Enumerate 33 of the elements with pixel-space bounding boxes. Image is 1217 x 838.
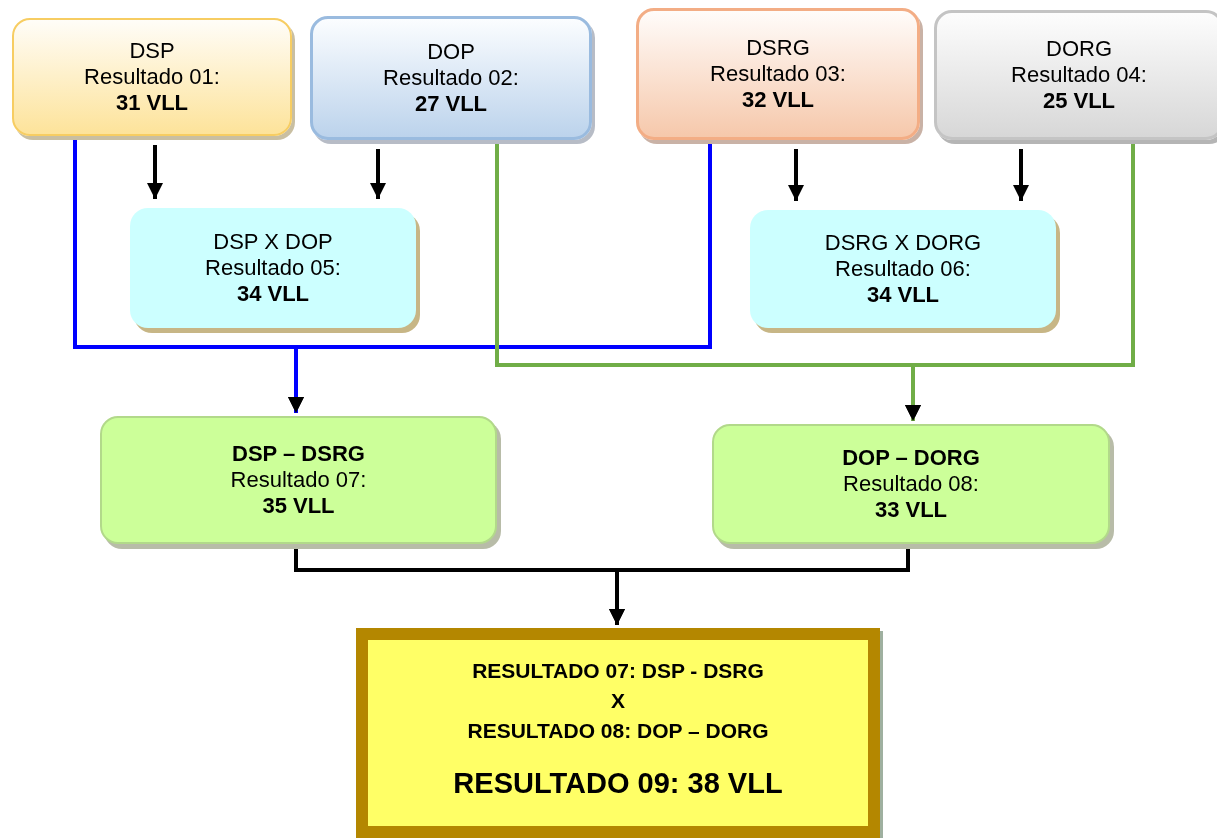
node-text: 31 VLL [115,90,189,116]
node-text: RESULTADO 07: DSP - DSRG [472,658,764,684]
node-text: 32 VLL [741,87,815,113]
node-text: Resultado 04: [1011,62,1147,88]
node-text: Resultado 03: [710,61,846,87]
node-text: Resultado 07: [230,467,367,493]
node-text: 33 VLL [874,497,948,523]
node-text: Resultado 02: [383,65,519,91]
node-text: 27 VLL [414,91,488,117]
node-text: X [611,688,625,714]
node-text: DSP X DOP [213,229,333,255]
node-text: DSP – DSRG [232,441,365,467]
node-text: DSRG X DORG [824,230,982,256]
node-text: Resultado 05: [205,255,341,281]
node-text: DORG [1046,36,1112,62]
connector-arrow [788,149,804,201]
process-box [356,628,880,838]
node-text: Resultado 01: [84,64,220,90]
node-text: 34 VLL [236,281,310,307]
node-text: 34 VLL [866,282,940,308]
node-text: DOP – DORG [842,445,980,471]
node-text: Resultado 06: [835,256,971,282]
node-text: DSP [129,38,175,64]
connector-arrow [1013,149,1029,201]
connector-arrow [370,149,386,199]
node-text: RESULTADO 09: 38 VLL [453,768,783,798]
node-text: DSRG [746,35,810,61]
node-text: Resultado 08: [843,471,979,497]
node-text: RESULTADO 08: DOP – DORG [467,718,769,744]
node-text: 35 VLL [262,493,335,519]
connector-arrow [147,145,163,199]
node-text: 25 VLL [1042,88,1116,114]
node-text: DOP [427,39,475,65]
